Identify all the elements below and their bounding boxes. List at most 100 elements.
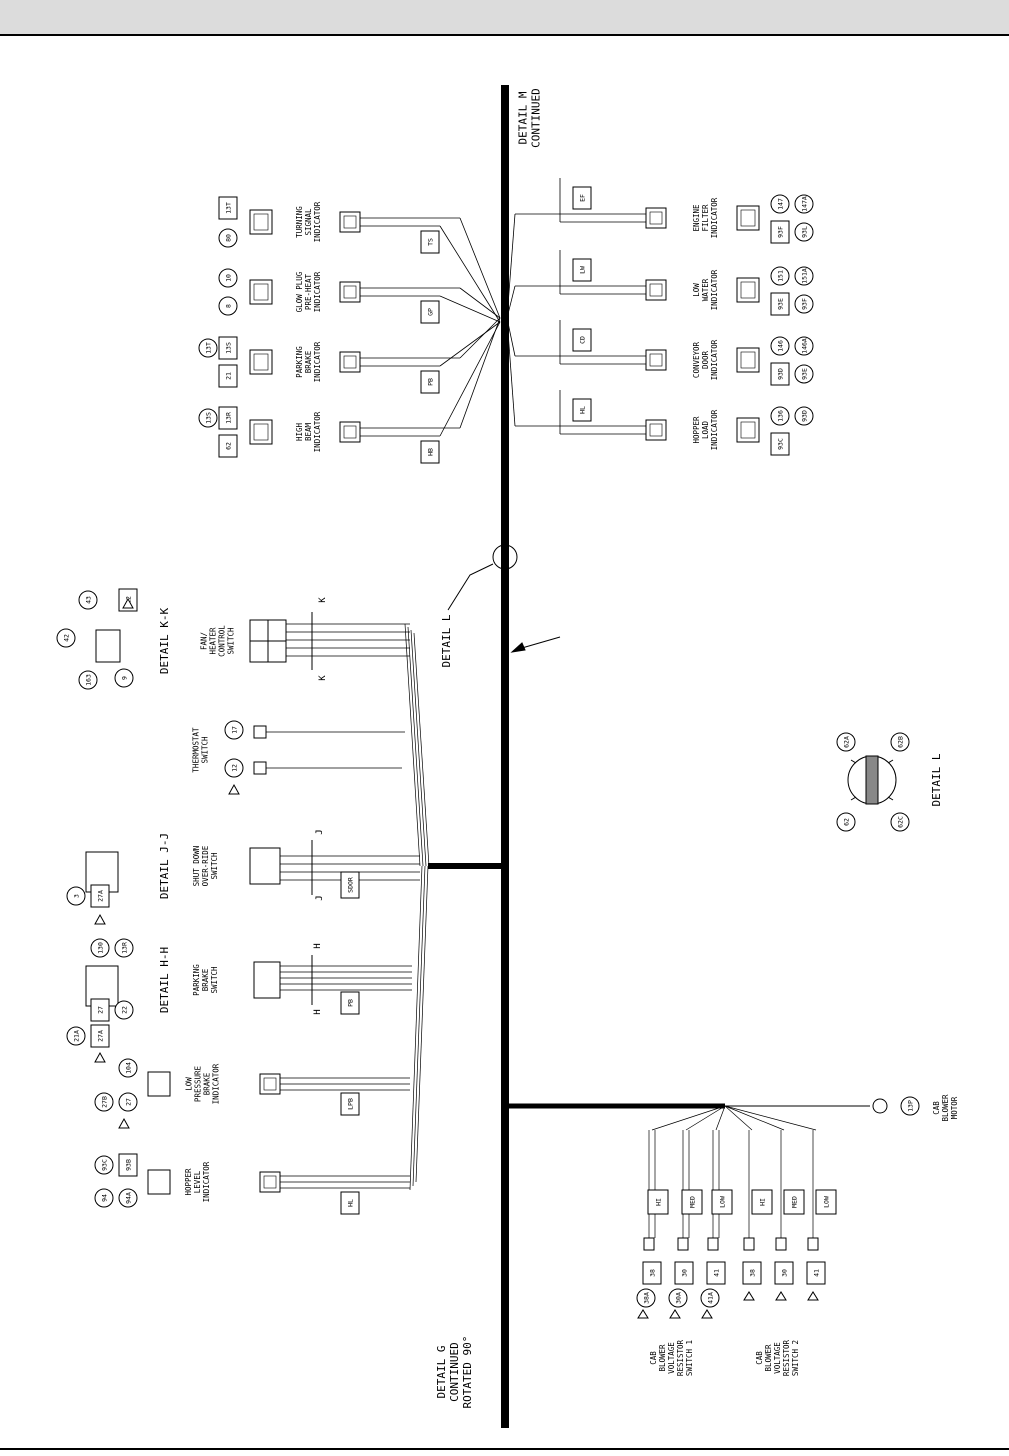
hopper-level-indicator-name: HOPPER	[184, 1168, 193, 1196]
part-circle-right-0-1-label: 147A	[801, 196, 809, 212]
part-box-top-2-label: 13S	[225, 342, 233, 354]
detail-jj-title: DETAIL J-J	[158, 833, 171, 899]
part-box-right-0	[770, 220, 790, 244]
sw1-circle-0	[636, 1288, 656, 1308]
hopper-level-indicator-name: INDICATOR	[202, 1161, 211, 1202]
parking-brake-switch-name: SWITCH	[210, 966, 219, 994]
connector-top-2	[339, 351, 361, 373]
detail-l-section	[847, 755, 897, 805]
part-circle-right-3-0-label: 136	[777, 410, 785, 422]
connector-top-0	[339, 211, 361, 233]
part-box-right-2	[770, 362, 790, 386]
blower-terminal-1	[677, 1237, 689, 1251]
indicator-name-top-0: SIGNAL	[304, 208, 313, 236]
detail-l-circle-62c	[890, 812, 910, 832]
part-circle-right-0-2-label: 93L	[801, 226, 809, 238]
detail-kk-circle-9	[114, 668, 134, 688]
low-pressure-connector	[259, 1073, 281, 1095]
detail-kk-circle-43	[78, 590, 98, 610]
sw1-circle-2	[700, 1288, 720, 1308]
blower-wire-fan-1	[685, 1105, 726, 1131]
indicator-symbol-3	[249, 419, 273, 445]
part-circle-right-2-2	[794, 364, 814, 384]
connector-top-3-inner	[343, 425, 357, 439]
hopper-level-circle-93c-label: 93C	[101, 1159, 109, 1171]
low-pressure-circle-27-label: 27	[125, 1098, 133, 1106]
detail-l-circle-62a	[836, 732, 856, 752]
collector-up-3	[413, 632, 430, 867]
connector-right-2	[645, 349, 667, 371]
blower-terminal-5	[807, 1237, 819, 1251]
detail-jj-circle-3-label: 3	[73, 894, 81, 898]
indicator-name-top-2: BRAKE	[304, 350, 313, 373]
blower-terminal-2	[707, 1237, 719, 1251]
code-box-right-1-label: LW	[579, 266, 587, 274]
part-circle-top-3-0-label: 13S	[205, 412, 213, 424]
parking-brake-switch-body	[253, 961, 281, 999]
blower-speed-box-2-label: LOW	[719, 1196, 727, 1208]
indicator-symbol-right-inner-3	[740, 421, 756, 439]
part-circle-right-0-0-label: 147	[777, 198, 785, 210]
indicator-name-top-2: PARKING	[295, 346, 304, 378]
blower-speed-box-4	[783, 1189, 805, 1215]
part-box-top-3-label: 13R	[225, 412, 233, 424]
indicator-symbol-right-1	[736, 277, 760, 303]
sw2-box-0	[742, 1261, 762, 1285]
wire-top-c-0	[459, 217, 501, 319]
indicator-symbol-1	[249, 279, 273, 305]
wire-top-d-2	[439, 321, 501, 367]
part-box2-top-2	[218, 364, 238, 388]
pointer-arrowhead	[510, 642, 526, 653]
hopper-level-circle-94a-label: 94A	[125, 1192, 133, 1204]
shutdown-switch-body	[249, 847, 281, 885]
fan-heater-switch-name: HEATER	[209, 627, 218, 655]
blower-switch-2-name: RESISTOR	[782, 1339, 791, 1376]
detail-l-circle-62a-label: 62A	[843, 736, 851, 748]
wire-top-c-1	[459, 287, 501, 319]
low-pressure-circle-27b	[94, 1092, 114, 1112]
sw1-circle-1	[668, 1288, 688, 1308]
indicator-symbol-2	[249, 349, 273, 375]
indicator-name-right-1: LOW	[692, 283, 701, 297]
indicator-symbol-right-inner-0	[740, 209, 756, 227]
blower-switch-1-name: VOLTAGE	[667, 1342, 676, 1374]
collector-up-2	[410, 629, 427, 867]
part-circle-top-1-0	[218, 268, 238, 288]
sw1-circle-1-label: 30A	[675, 1292, 683, 1304]
detail-m-label: CONTINUED	[530, 88, 543, 148]
blower-switch-2-name: VOLTAGE	[773, 1342, 782, 1374]
code-box-top-2	[420, 370, 440, 394]
part-box-right-3	[770, 432, 790, 456]
wire-top-d-1	[439, 295, 501, 323]
part-box-right-1-label: 93E	[777, 298, 785, 310]
indicator-symbol-right-inner-2	[740, 351, 756, 369]
indicator-symbol-right-0	[736, 205, 760, 231]
wire-top-c-3	[459, 317, 501, 429]
blower-switch-1-name: SWITCH 1	[685, 1340, 694, 1376]
section-letter-k2: K	[318, 675, 328, 681]
blower-wire-fan-3	[724, 1105, 753, 1131]
indicator-symbol-inner-1	[253, 283, 269, 301]
blower-speed-box-0	[647, 1189, 669, 1215]
thermostat-circle-17	[224, 720, 244, 740]
detail-kk-circle-9-label: 9	[121, 676, 129, 680]
sdor-code-box-label: SDOR	[347, 877, 355, 893]
blower-motor-name: MOTOR	[950, 1096, 959, 1119]
part-box-right-1	[770, 292, 790, 316]
detail-hh-circle-22	[114, 1000, 134, 1020]
detail-jj-box-27a-label: 27A	[97, 890, 105, 902]
part-box-right-3-label: 93C	[777, 438, 785, 450]
code-box-right-0-label: EF	[579, 194, 587, 202]
code-box-top-3-label: HB	[427, 448, 435, 456]
wire-right-c-1	[506, 285, 516, 319]
shutdown-switch-name: OVER-RIDE	[201, 845, 210, 886]
detail-l-callout-label: DETAIL L	[440, 614, 453, 667]
connector-top-3	[339, 421, 361, 443]
code-box-top-1-label: GP	[427, 308, 435, 316]
indicator-name-right-0: FILTER	[701, 204, 710, 232]
part-box-right-2-label: 93D	[777, 368, 785, 380]
collector-down-2	[415, 865, 429, 1183]
blower-wire-fan-4	[724, 1105, 785, 1131]
connector-top-1-inner	[343, 285, 357, 299]
